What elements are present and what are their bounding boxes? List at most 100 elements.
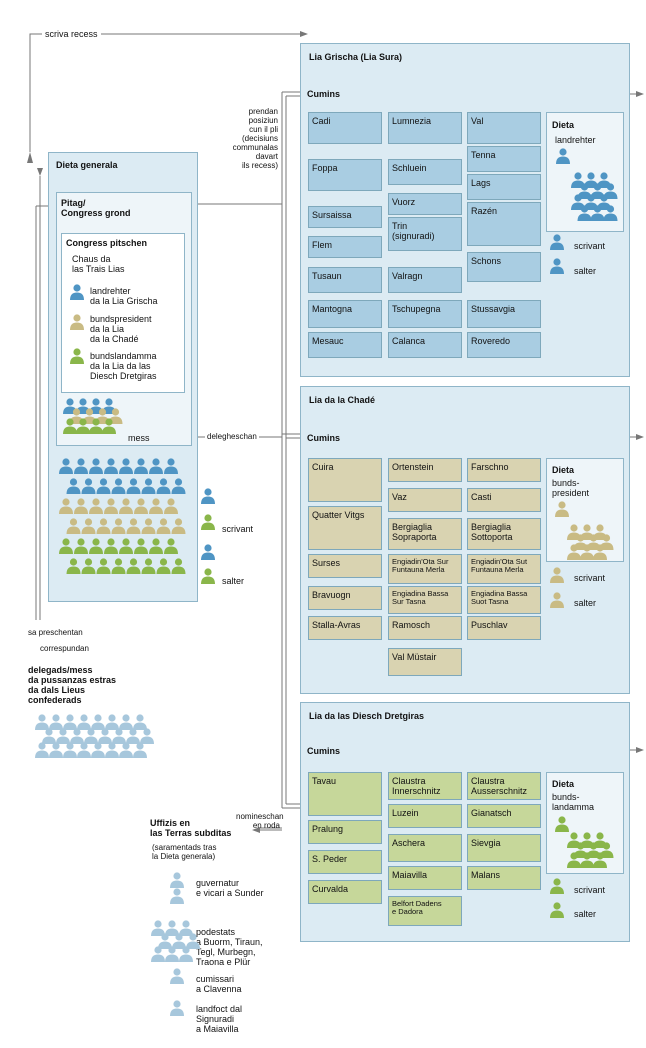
scrivant-icon xyxy=(550,878,564,894)
lia-diesch-title: Lia da las Diesch Dretgiras xyxy=(309,711,425,721)
person-icon xyxy=(84,728,98,744)
person-icon xyxy=(141,558,156,574)
pitag-label: Pitag/ Congress grond xyxy=(61,198,131,218)
mess-label: mess xyxy=(128,433,150,443)
chade-cell: Bergiaglia Sopraporta xyxy=(388,518,462,550)
person-icon xyxy=(119,742,133,758)
scriva-recess-label: scriva recess xyxy=(42,29,101,39)
salter-icon xyxy=(550,902,564,918)
person-icon xyxy=(171,478,186,494)
chade-cell: Surses xyxy=(308,554,382,578)
grischa-cell: Tusaun xyxy=(308,267,382,293)
chade-cell: Engiadina Bassa Sur Tasna xyxy=(388,586,462,614)
person-icon xyxy=(89,458,103,474)
person-icon xyxy=(91,742,105,758)
delegheschan-label: delegheschan xyxy=(205,432,259,442)
chade-cell: Farschno xyxy=(467,458,541,482)
person-icon xyxy=(59,458,73,474)
chade-cell: Ortenstein xyxy=(388,458,462,482)
person-icon xyxy=(201,488,215,504)
person-icon xyxy=(66,558,81,574)
diesch-cell: Belfort Dadens e Dadora xyxy=(388,896,462,926)
guvernatur-icon xyxy=(170,872,184,888)
grischa-cell: Calanca xyxy=(388,332,462,358)
person-icon xyxy=(126,518,141,534)
person-icon xyxy=(112,728,126,744)
person-icon xyxy=(77,742,91,758)
chade-cell: Ramosch xyxy=(388,616,462,640)
person-icon xyxy=(567,544,581,560)
person-icon xyxy=(59,538,73,554)
uffizis-subtitle: (saramentads tras la Dieta generala) xyxy=(152,843,217,861)
diesch-cell: Sievgia xyxy=(467,834,541,862)
chade-cell: Stalla-Avras xyxy=(308,616,382,640)
grischa-cell: Lags xyxy=(467,174,541,200)
person-icon xyxy=(567,852,581,868)
person-icon xyxy=(102,418,116,434)
preschentan-label: sa preschentan xyxy=(28,628,83,637)
person-icon xyxy=(119,538,133,554)
dieta-generala-title: Dieta generala xyxy=(56,160,118,170)
person-icon xyxy=(164,458,178,474)
grischa-cell: Schluein xyxy=(388,159,462,185)
diesch-cell: Tavau xyxy=(308,772,382,816)
person-icon xyxy=(119,498,133,514)
landrehter-legend-icon xyxy=(70,284,84,300)
person-icon xyxy=(170,888,184,904)
person-icon xyxy=(156,518,171,534)
dieta-generala-scrivant: scrivant xyxy=(222,524,254,534)
person-icon xyxy=(74,538,88,554)
person-icon xyxy=(81,558,96,574)
diesch-cell: Curvalda xyxy=(308,880,382,904)
person-icon xyxy=(66,518,81,534)
lia-diesch-cumins: Cumins xyxy=(307,746,341,756)
diesch-cell: Gianatsch xyxy=(467,804,541,828)
person-icon xyxy=(133,714,147,730)
person-icon xyxy=(126,558,141,574)
diesch-cell: Luzein xyxy=(388,804,462,828)
person-icon xyxy=(590,205,605,221)
person-icon xyxy=(126,728,140,744)
person-icon xyxy=(179,920,193,936)
grischa-cell: Tenna xyxy=(467,146,541,172)
person-icon xyxy=(49,714,63,730)
person-icon xyxy=(111,558,126,574)
person-icon xyxy=(35,714,49,730)
landfoct-icon xyxy=(170,1000,184,1016)
person-icon xyxy=(580,852,594,868)
person-icon xyxy=(96,518,111,534)
lia-grischa-salter: salter xyxy=(574,266,597,276)
lia-grischa-scrivant: scrivant xyxy=(574,241,606,251)
lia-chade-title: Lia da la Chadé xyxy=(309,395,376,405)
person-icon xyxy=(179,946,193,962)
person-icon xyxy=(164,538,178,554)
person-icon xyxy=(134,538,148,554)
person-icon xyxy=(165,946,179,962)
diesch-cell: Pralung xyxy=(308,820,382,844)
person-icon xyxy=(49,742,63,758)
person-icon xyxy=(91,714,105,730)
person-icon xyxy=(89,538,103,554)
diesch-cell: Maiavilla xyxy=(388,866,462,890)
person-icon xyxy=(56,728,70,744)
person-icon xyxy=(63,742,77,758)
person-icon xyxy=(74,498,88,514)
chade-cell: Bravuogn xyxy=(308,586,382,610)
grischa-cell: Valragn xyxy=(388,267,462,293)
person-icon xyxy=(81,478,96,494)
person-icon xyxy=(105,742,119,758)
person-icon xyxy=(593,544,607,560)
chade-cell: Engiadin'Ota Sut Funtauna Merla xyxy=(467,554,541,584)
person-icon xyxy=(105,714,119,730)
person-icon xyxy=(151,920,165,936)
chade-cell: Cuira xyxy=(308,458,382,502)
scrivant-icon xyxy=(201,514,215,530)
dieta-generala-salter: salter xyxy=(222,576,245,586)
diesch-cell: Claustra Innerschnitz xyxy=(388,772,462,800)
diesch-cell: S. Peder xyxy=(308,850,382,874)
person-icon xyxy=(134,498,148,514)
person-icon xyxy=(126,478,141,494)
person-icon xyxy=(96,558,111,574)
uffizi-podestats: podestats a Buorm, Tiraun, Tegl, Murbegn… xyxy=(196,927,263,967)
